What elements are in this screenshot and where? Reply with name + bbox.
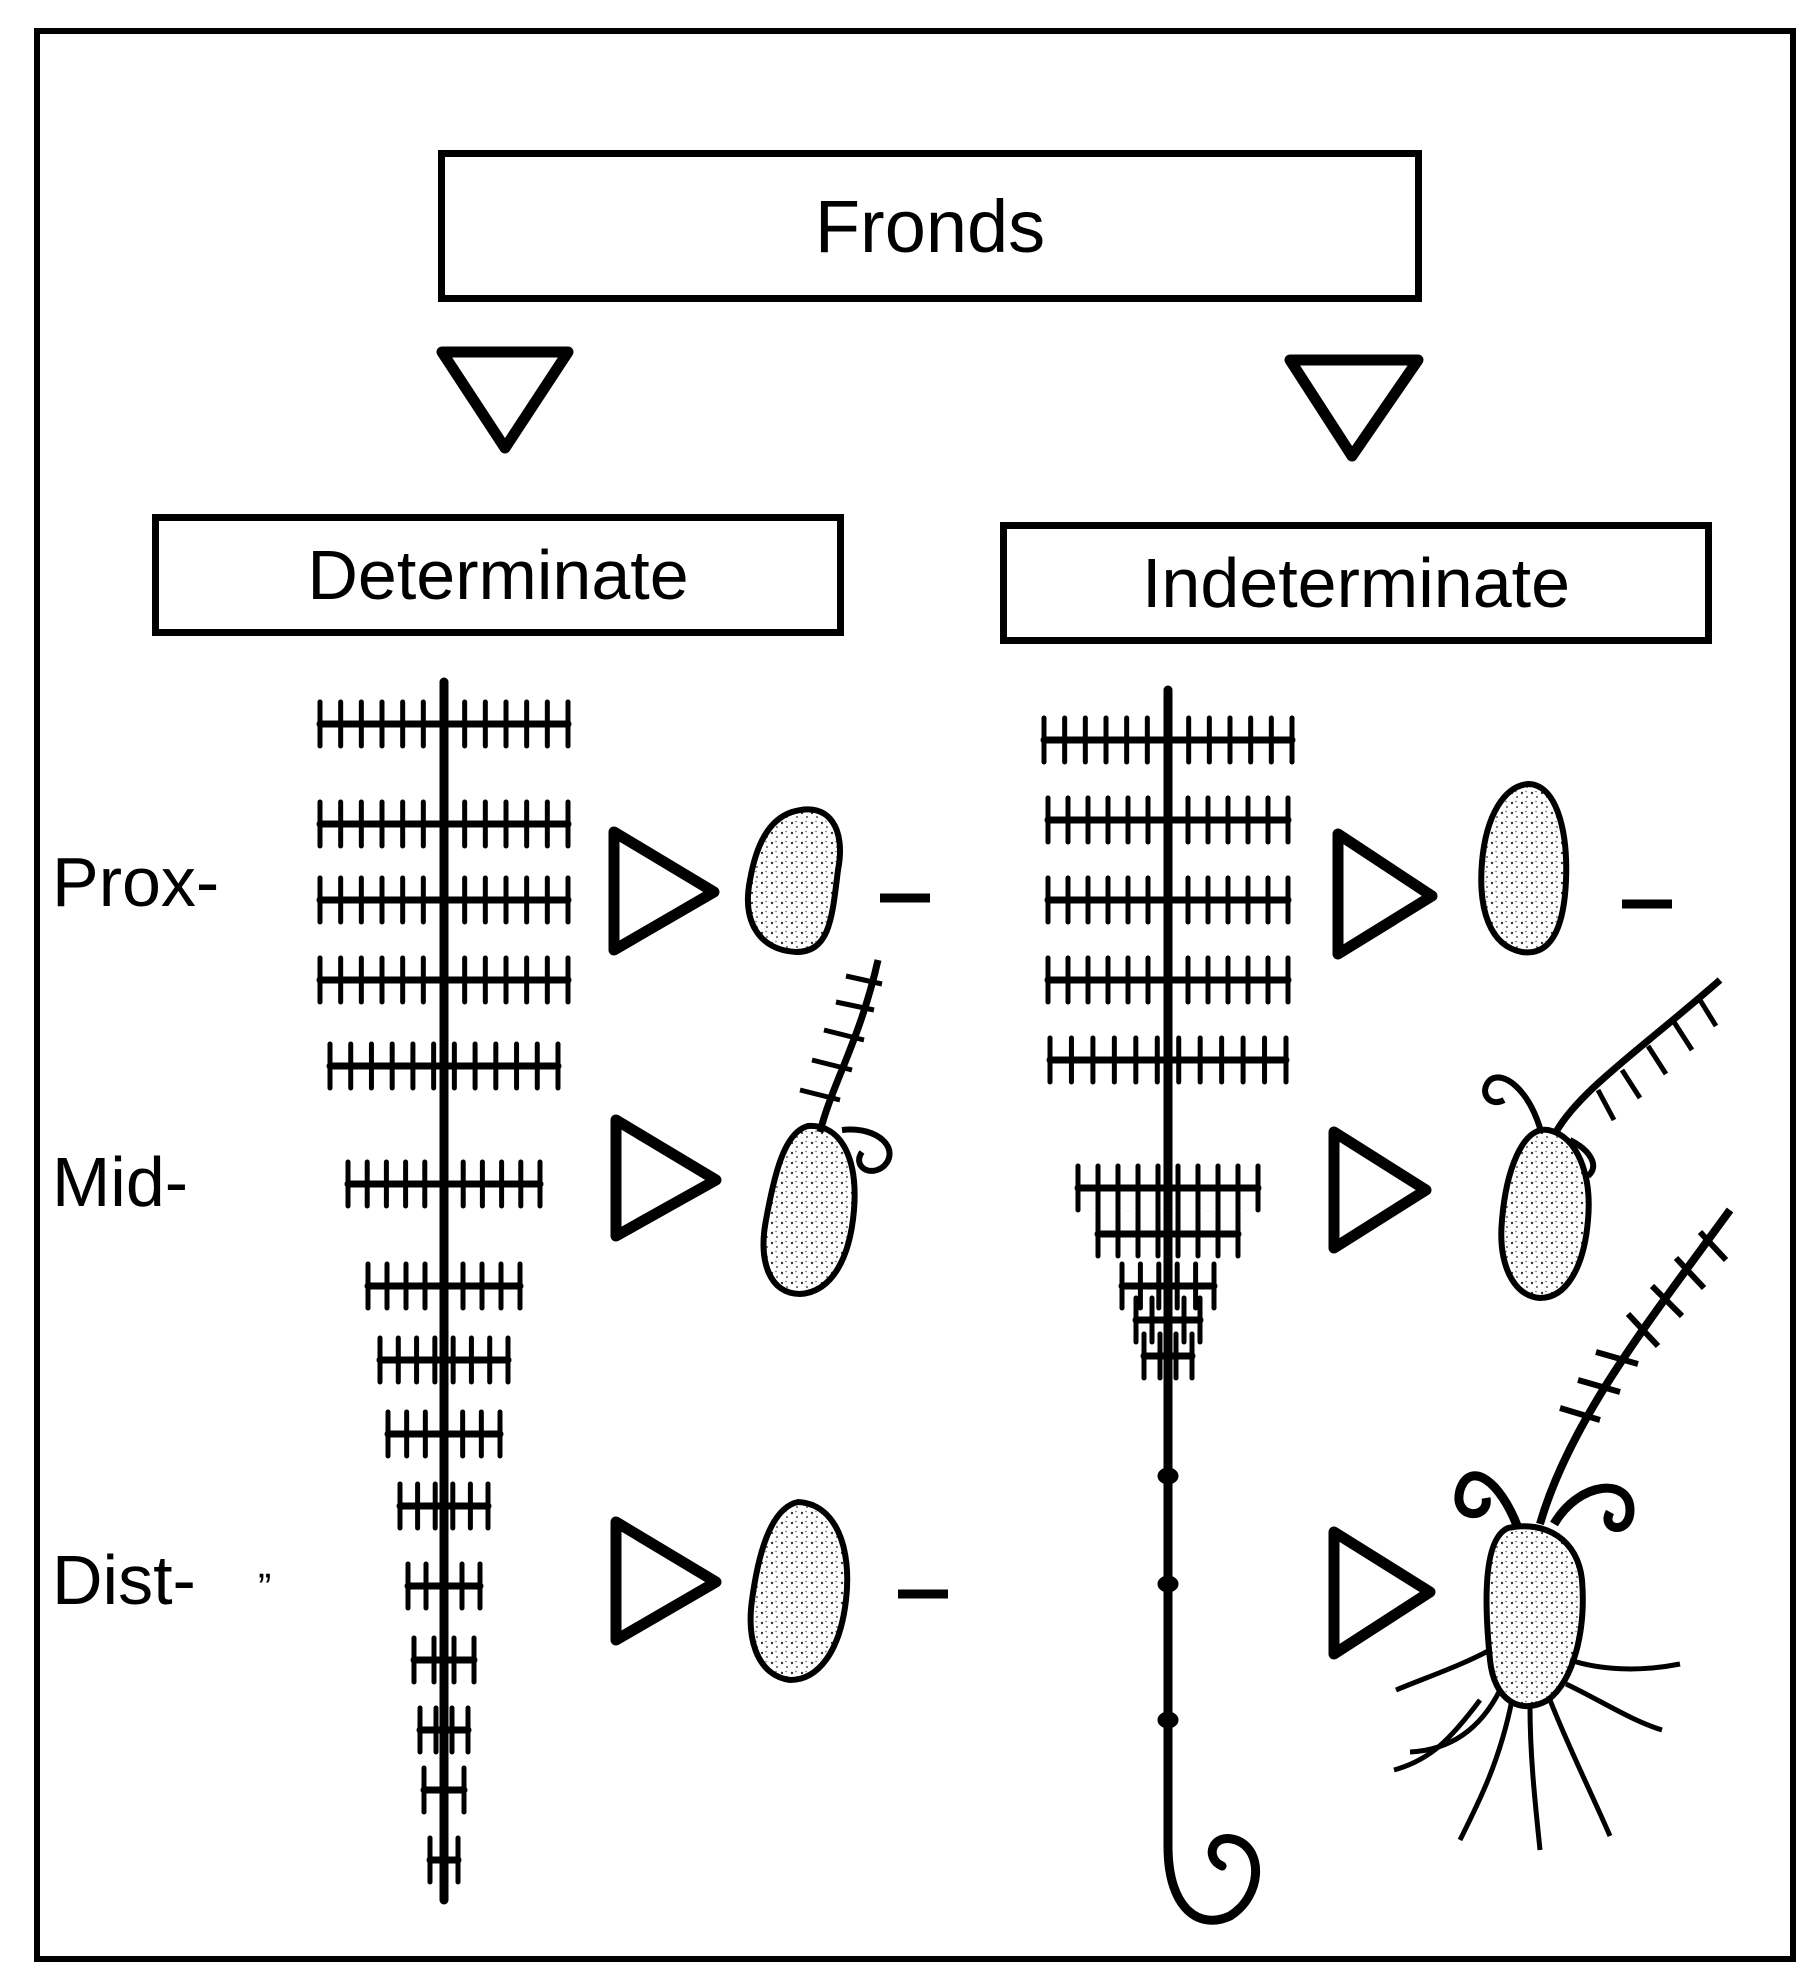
down-arrow-right-icon [1290,360,1418,456]
det-dist-stem-icon [751,1502,948,1680]
down-arrow-left-icon [442,352,568,448]
right-arrow-ind-prox-icon [1338,834,1432,954]
right-arrow-det-prox-icon [614,832,714,950]
determinate-frond [320,682,568,1900]
right-arrow-det-dist-icon [616,1522,716,1640]
ind-prox-stem-icon [1481,784,1672,952]
ind-mid-stem-icon [1485,980,1720,1298]
det-mid-stem-icon [764,960,890,1294]
ind-dist-rhizome-icon [1394,1210,1730,1850]
right-arrow-ind-dist-icon [1334,1532,1430,1654]
right-arrow-det-mid-icon [616,1120,716,1236]
indeterminate-frond [1044,690,1292,1920]
right-arrow-ind-mid-icon [1334,1132,1426,1248]
det-prox-stem-icon [748,809,930,952]
